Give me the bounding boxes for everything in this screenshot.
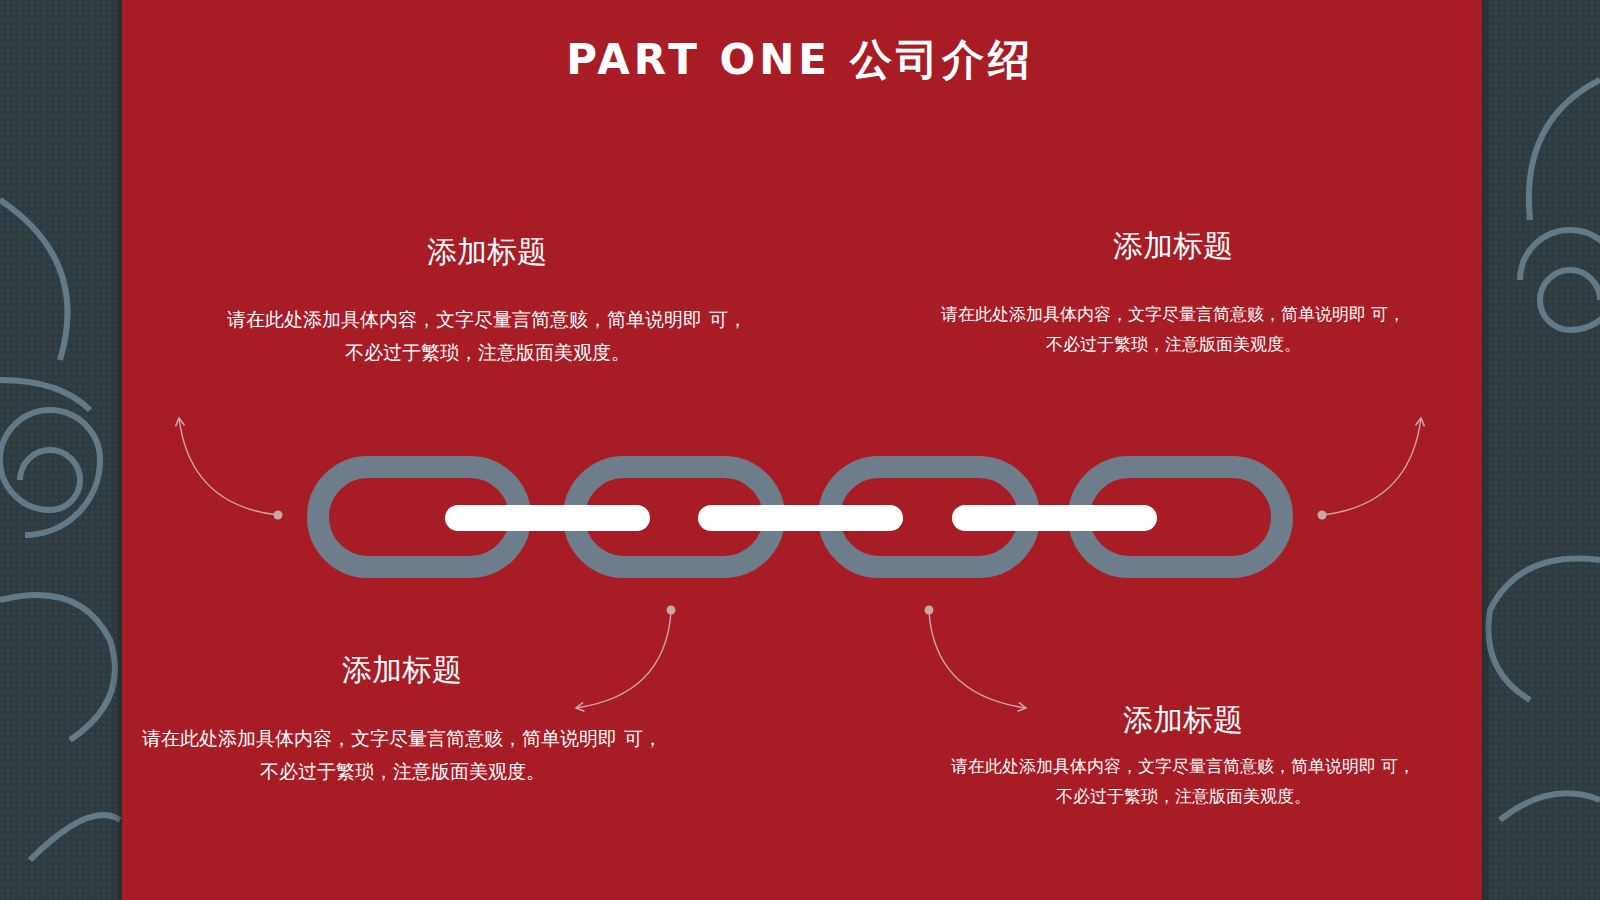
leader-dot — [1318, 511, 1327, 520]
leader-dot — [925, 606, 934, 615]
leader-arrow — [576, 612, 671, 708]
section-body: 请在此处添加具体内容，文字尽量言简意赅，简单说明即 可，不必过于繁琐，注意版面美… — [142, 722, 662, 789]
leader-arrow — [179, 418, 278, 515]
chain-bar — [698, 505, 903, 531]
section-heading: 添加标题 — [1113, 226, 1233, 267]
leader-dot — [667, 606, 676, 615]
chain-bar — [445, 505, 650, 531]
section-body: 请在此处添加具体内容，文字尽量言简意赅，简单说明即 可，不必过于繁琐，注意版面美… — [227, 303, 747, 370]
leader-dot — [274, 511, 283, 520]
chain-bar — [952, 505, 1157, 531]
leader-arrow — [929, 612, 1026, 708]
section-heading: 添加标题 — [427, 232, 547, 273]
section-heading: 添加标题 — [1123, 700, 1243, 741]
section-heading: 添加标题 — [342, 650, 462, 691]
slide-title: PART ONE 公司介绍 — [566, 32, 1033, 88]
leader-arrow — [1322, 418, 1421, 515]
section-body: 请在此处添加具体内容，文字尽量言简意赅，简单说明即 可，不必过于繁琐，注意版面美… — [948, 752, 1418, 812]
section-body: 请在此处添加具体内容，文字尽量言简意赅，简单说明即 可，不必过于繁琐，注意版面美… — [938, 300, 1408, 360]
